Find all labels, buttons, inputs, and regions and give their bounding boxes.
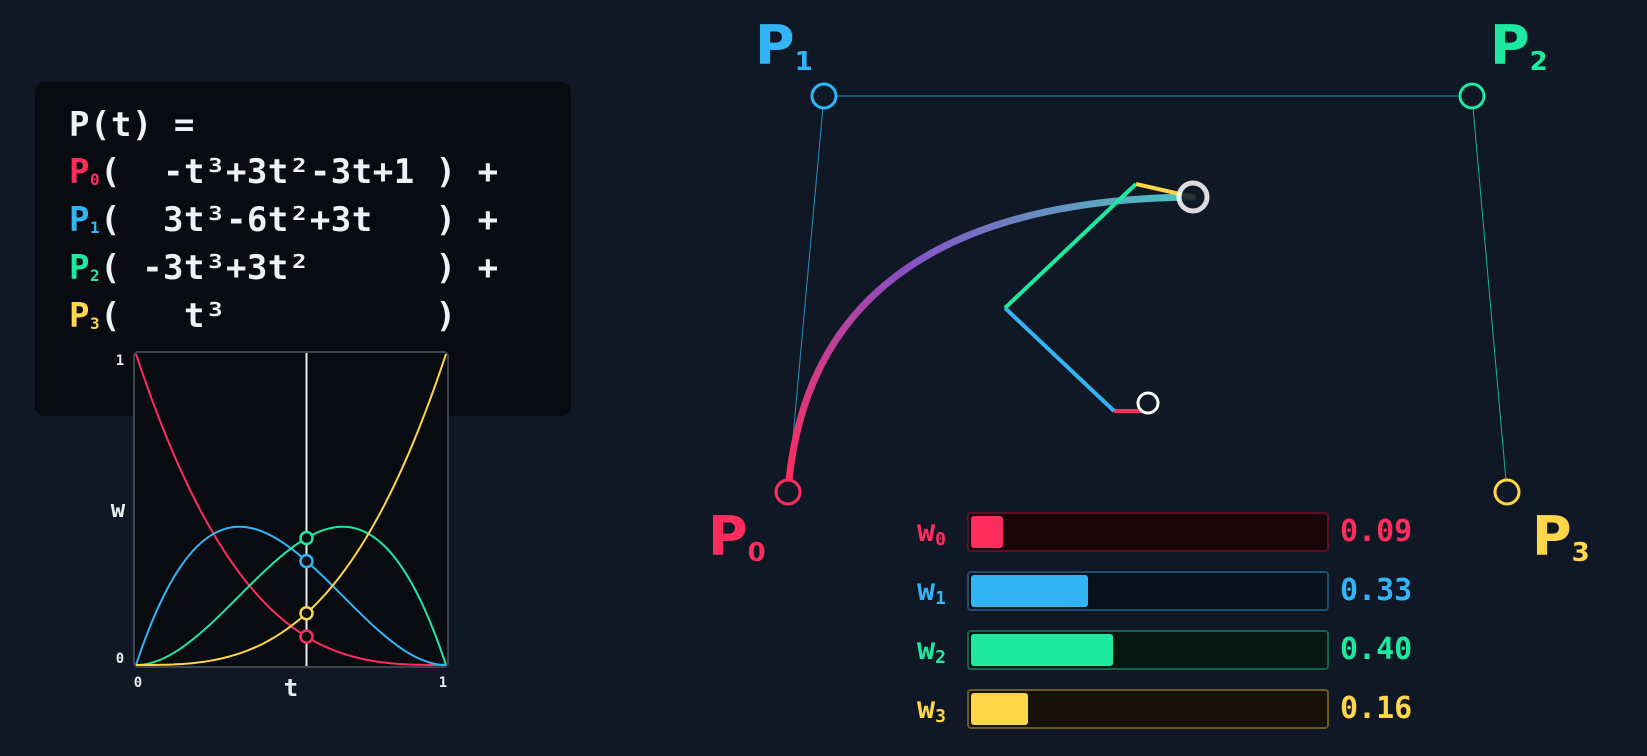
label-p2: P2 <box>1490 14 1548 77</box>
weight-track-3 <box>967 689 1329 729</box>
control-line-p0-p1 <box>787 95 825 493</box>
control-point-p2[interactable] <box>1458 82 1486 110</box>
x-tick-0: 0 <box>134 675 142 691</box>
formula-title: P(t) = <box>69 105 195 145</box>
control-point-p1[interactable] <box>810 82 838 110</box>
origin-point <box>1136 391 1160 415</box>
basis-curve-2 <box>135 525 447 666</box>
label-p1: P1 <box>755 14 813 77</box>
formula-line-2: P2( -3t³+3t² ) + <box>69 248 499 288</box>
y-tick-0: 0 <box>116 651 124 667</box>
formula-line-3: P3( t³ ) <box>69 296 457 336</box>
weight-label-1: w1 <box>917 573 946 609</box>
weight-fill-3 <box>971 693 1028 725</box>
formula-line-0: P0( -t³+3t²-3t+1 ) + <box>69 152 499 192</box>
basis-dot-3 <box>299 606 314 621</box>
weight-fill-0 <box>971 516 1003 548</box>
basis-dot-2 <box>299 530 314 546</box>
label-p0: P0 <box>708 505 766 568</box>
weight-track-0 <box>967 512 1329 552</box>
formula-point-2: P2 <box>69 248 101 288</box>
weight-fill-2 <box>971 634 1113 666</box>
weight-value-0: 0.09 <box>1340 514 1413 549</box>
weight-value-1: 0.33 <box>1340 573 1413 608</box>
weight-value-2: 0.40 <box>1340 632 1413 667</box>
x-tick-1: 1 <box>439 675 447 691</box>
weight-label-3: w3 <box>917 691 946 727</box>
control-point-p3[interactable] <box>1493 478 1521 506</box>
bezier-curve <box>784 193 1197 496</box>
weight-label-2: w2 <box>917 632 946 668</box>
chain-segment-w2 <box>1003 182 1138 310</box>
graph-frame <box>133 351 449 668</box>
weight-label-0: w0 <box>917 514 946 550</box>
label-p3: P3 <box>1532 505 1590 568</box>
formula-point-1: P1 <box>69 200 101 240</box>
curve-point[interactable] <box>1176 180 1210 214</box>
control-point-p0[interactable] <box>774 478 802 506</box>
formula-point-0: P0 <box>69 152 101 192</box>
formula-line-1: P1( 3t³-6t²+3t ) + <box>69 200 499 240</box>
basis-dot-1 <box>299 553 314 569</box>
control-line-p2-p3 <box>1471 95 1508 493</box>
formula-point-3: P3 <box>69 296 101 336</box>
x-axis-label: t <box>284 674 298 702</box>
weight-track-1 <box>967 571 1329 611</box>
basis-dot-0 <box>299 629 314 644</box>
weight-fill-1 <box>971 575 1088 607</box>
chain-segment-w1 <box>1003 306 1116 413</box>
basis-curve-3 <box>136 353 447 666</box>
y-tick-1: 1 <box>116 353 124 369</box>
graph-dots <box>299 530 314 644</box>
y-axis-label: w <box>111 495 126 523</box>
weight-track-2 <box>967 630 1329 670</box>
graph-curves <box>135 353 447 666</box>
weight-value-3: 0.16 <box>1340 691 1413 726</box>
